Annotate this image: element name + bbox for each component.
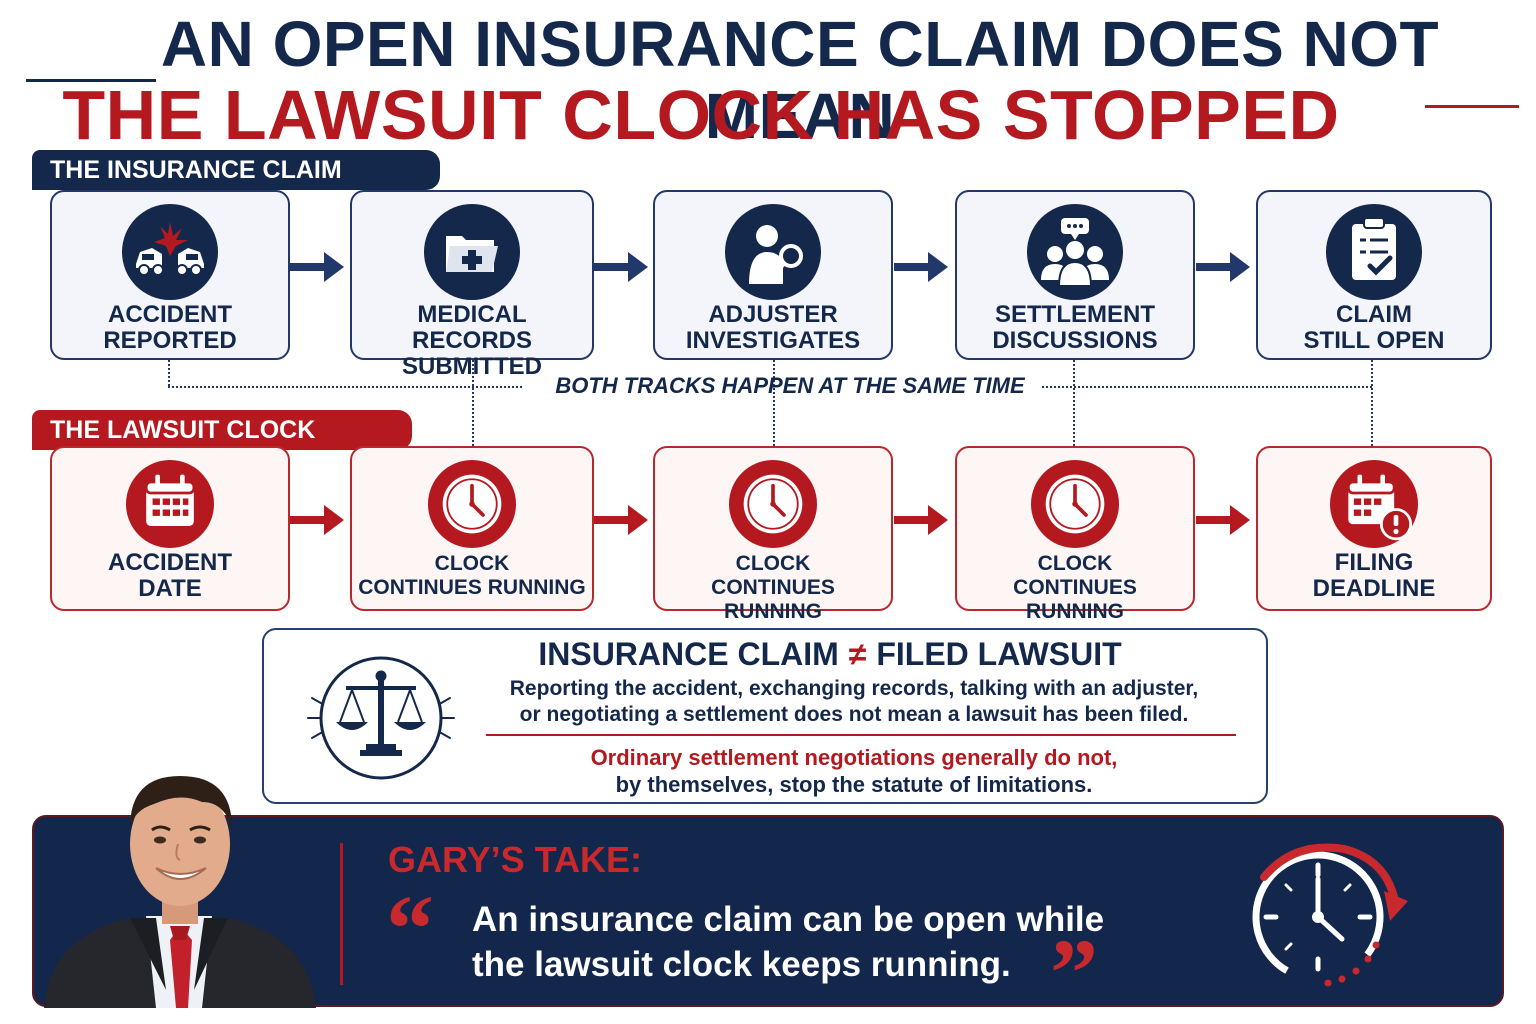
claim-track-label: THE INSURANCE CLAIM TRACK: [32, 150, 440, 224]
info-box: INSURANCE CLAIM≠FILED LAWSUIT Reporting …: [262, 628, 1268, 804]
info-divider: [486, 734, 1236, 736]
calendar-icon: [126, 460, 214, 548]
arrow-right-icon: [894, 252, 948, 282]
title-line-2: THE LAWSUIT CLOCK HAS STOPPED: [62, 76, 1340, 154]
clock-icon: [428, 460, 516, 548]
info-title-right: FILED LAWSUIT: [876, 636, 1122, 672]
garys-take-banner: GARY’S TAKE: “ An insurance claim can be…: [32, 815, 1504, 1021]
step-line-2: CONTINUES RUNNING: [1013, 576, 1137, 623]
step-line-1: ADJUSTER: [708, 301, 838, 328]
title-rule-left: [26, 79, 156, 82]
step-line-2: DATE: [138, 575, 202, 602]
calendar-alert-icon: [1330, 460, 1418, 548]
step-line-1: CLOCK: [735, 552, 811, 575]
step-line-2: CONTINUES RUNNING: [358, 576, 586, 599]
running-clock-icon: [1224, 827, 1414, 999]
step-line-1: ACCIDENT: [108, 549, 232, 576]
step-line-1: ACCIDENT: [108, 301, 232, 328]
title-rule-right: [1425, 105, 1519, 108]
info-title-left: INSURANCE CLAIM: [538, 636, 839, 672]
info-title: INSURANCE CLAIM≠FILED LAWSUIT: [414, 636, 1246, 673]
banner-quote-line-1: An insurance claim can be open while: [472, 900, 1105, 939]
scales-of-justice-icon: [286, 648, 476, 788]
banner-title: GARY’S TAKE:: [388, 839, 643, 880]
clock-track-label: THE LAWSUIT CLOCK TRACK: [32, 410, 412, 484]
clipboard-check-icon: [1326, 204, 1422, 300]
banner-quote: An insurance claim can be open while the…: [472, 897, 1192, 987]
info-warning-line-2: by themselves, stop the statute of limit…: [615, 772, 1093, 797]
step-line-2: INVESTIGATES: [685, 327, 861, 354]
quote-open-icon: “: [386, 875, 434, 982]
connector-dotted-horizontal: [168, 386, 522, 388]
arrow-right-icon: [894, 505, 948, 535]
arrow-right-icon: [290, 505, 344, 535]
title-line-1: AN OPEN INSURANCE CLAIM DOES NOT MEAN: [160, 8, 1440, 152]
connector-dotted-vertical: [773, 360, 775, 446]
adjuster-magnifier-icon: [725, 204, 821, 300]
info-warning-line-1: Ordinary settlement negotiations general…: [590, 745, 1118, 770]
arrow-right-icon: [594, 252, 648, 282]
info-body: Reporting the accident, exchanging recor…: [474, 676, 1234, 728]
clock-icon: [729, 460, 817, 548]
step-line-2: DISCUSSIONS: [992, 327, 1158, 354]
step-line-2: CONTINUES RUNNING: [711, 576, 835, 623]
connector-label: BOTH TRACKS HAPPEN AT THE SAME TIME: [555, 373, 1025, 398]
banner-quote-line-2: the lawsuit clock keeps running.: [472, 945, 1011, 984]
connector-dotted-vertical: [1073, 360, 1075, 446]
step-line-2: REPORTED: [103, 327, 237, 354]
arrow-right-icon: [1196, 252, 1250, 282]
connector-dotted-vertical: [1371, 360, 1373, 446]
info-body-line-2: or negotiating a settlement does not mea…: [519, 703, 1189, 726]
not-equal-icon: ≠: [848, 636, 867, 672]
arrow-right-icon: [290, 252, 344, 282]
quote-close-icon: ”: [1050, 919, 1098, 1024]
banner-divider: [340, 843, 343, 985]
step-line-2: STILL OPEN: [1303, 327, 1445, 354]
info-body-line-1: Reporting the accident, exchanging recor…: [509, 677, 1199, 700]
car-crash-icon: [122, 204, 218, 300]
step-line-1: CLOCK: [434, 552, 510, 575]
connector-dotted-horizontal: [1042, 386, 1372, 388]
gary-portrait-avatar: [34, 740, 324, 1008]
arrow-right-icon: [1196, 505, 1250, 535]
arrow-right-icon: [594, 505, 648, 535]
connector-dotted-vertical: [472, 360, 474, 446]
medical-folder-icon: [424, 204, 520, 300]
step-line-1: SETTLEMENT: [995, 301, 1155, 328]
step-line-2: DEADLINE: [1312, 575, 1436, 602]
step-line-1: CLAIM: [1336, 301, 1412, 328]
step-line-1: CLOCK: [1037, 552, 1113, 575]
step-line-1: MEDICAL RECORDS: [411, 301, 532, 354]
clock-icon: [1031, 460, 1119, 548]
people-chat-icon: [1027, 204, 1123, 300]
step-line-1: FILING: [1334, 549, 1414, 576]
connector-dotted-vertical: [168, 360, 170, 386]
info-warning: Ordinary settlement negotiations general…: [474, 744, 1234, 798]
